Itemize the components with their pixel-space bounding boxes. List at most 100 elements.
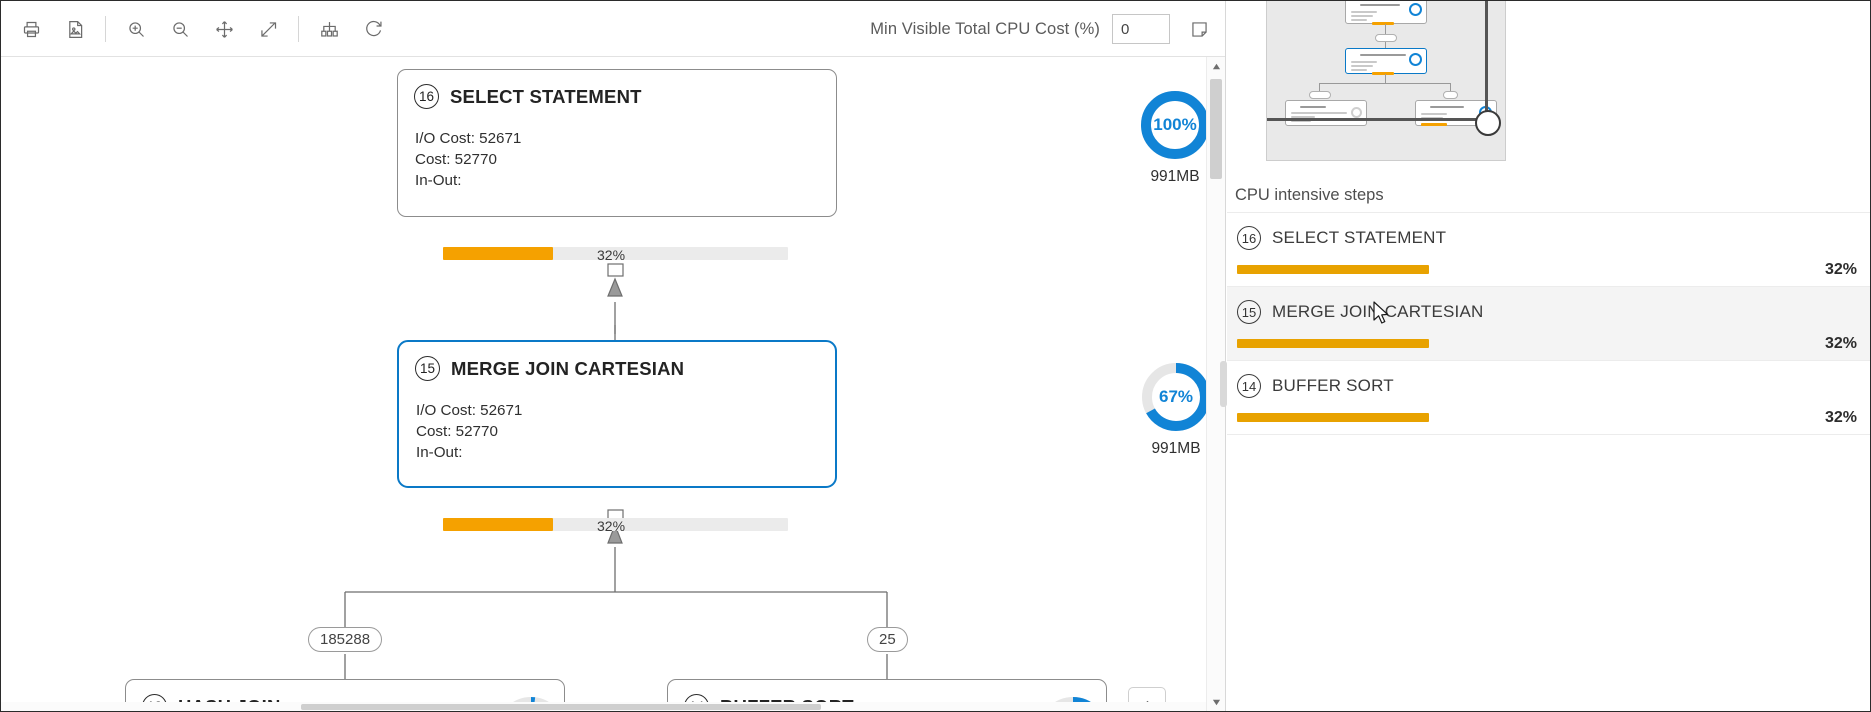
minimap-text-line — [1291, 120, 1311, 122]
refresh-button[interactable] — [351, 7, 395, 51]
toolbar-divider-1 — [105, 16, 106, 42]
refresh-icon — [365, 20, 382, 36]
print-button[interactable] — [9, 7, 53, 51]
minimap-connector — [1319, 83, 1451, 84]
minimap-resize-handle[interactable] — [1475, 110, 1501, 136]
zoom-in-icon — [128, 21, 144, 37]
fit-to-window-button[interactable] — [246, 7, 290, 51]
minimap-ring — [1409, 53, 1422, 66]
step-header: 16 SELECT STATEMENT — [1237, 226, 1446, 250]
node-title: MERGE JOIN CARTESIAN — [451, 357, 685, 379]
minimap-edge-label — [1309, 91, 1331, 99]
print-icon — [23, 21, 39, 37]
minimap-text-line — [1291, 112, 1347, 114]
cpu-filter-label: Min Visible Total CPU Cost (%) — [870, 19, 1100, 38]
pane-splitter-handle[interactable] — [1220, 361, 1227, 407]
minimap-text-line — [1421, 113, 1447, 115]
node-cpu-bar-label: 32% — [597, 247, 626, 263]
cpu-intensive-steps-header: CPU intensive steps — [1227, 179, 1870, 213]
ring-percent-label: 100% — [1153, 115, 1197, 134]
minimap-viewport-edge — [1485, 1, 1488, 120]
canvas-horizontal-scrollbar[interactable] — [1, 702, 1208, 711]
minimap-connector — [1385, 42, 1386, 50]
minimap-text-line — [1351, 19, 1367, 21]
step-cpu-bar — [1237, 265, 1429, 274]
pan-button[interactable] — [202, 7, 246, 51]
zoom-in-button[interactable] — [114, 7, 158, 51]
step-header: 15 MERGE JOIN CARTESIAN — [1237, 300, 1484, 324]
node-id-badge: 15 — [415, 356, 440, 381]
export-image-button[interactable] — [53, 7, 97, 51]
canvas-vscroll-thumb[interactable] — [1210, 79, 1222, 179]
minimap-bar — [1372, 72, 1394, 75]
minimap-edge-label — [1443, 91, 1458, 99]
plan-canvas[interactable]: 4632200 185288 25 16 SELECT STATEMENT I/… — [1, 57, 1208, 711]
pan-icon — [215, 20, 233, 38]
note-button[interactable] — [1182, 12, 1216, 46]
step-name-label: MERGE JOIN CARTESIAN — [1272, 302, 1484, 321]
cpu-step-row-merge-join-cartesian[interactable]: 15 MERGE JOIN CARTESIAN 32% — [1227, 287, 1870, 361]
edge-label-rows: 25 — [867, 627, 908, 652]
minimap-node-selected — [1345, 48, 1427, 75]
plan-node-select-statement[interactable]: 16 SELECT STATEMENT I/O Cost: 52671 Cost… — [397, 69, 1208, 217]
step-cpu-bar — [1237, 339, 1429, 348]
step-id-badge: 16 — [1237, 226, 1261, 250]
node-cpu-bar-track — [443, 518, 788, 531]
node-memory-label: 991MB — [1150, 168, 1200, 185]
cpu-step-row-select-statement[interactable]: 16 SELECT STATEMENT 32% — [1227, 213, 1870, 287]
fit-icon — [260, 21, 276, 37]
minimap-text-line — [1351, 69, 1367, 71]
chevron-up-icon — [1212, 63, 1220, 69]
step-id-badge: 15 — [1237, 300, 1261, 324]
node-id-badge: 16 — [414, 84, 439, 109]
minimap-bar — [1372, 22, 1394, 25]
zoom-out-button[interactable] — [158, 7, 202, 51]
minimap-text-line — [1430, 106, 1464, 108]
node-memory-label: 991MB — [1151, 440, 1201, 457]
minimap-text-line — [1351, 61, 1377, 63]
node-cpu-bar-label: 32% — [597, 518, 626, 534]
ring-percent-label: 67% — [1158, 387, 1194, 406]
diagram-toolbar: Min Visible Total CPU Cost (%) — [1, 1, 1225, 57]
minimap-bar — [1421, 123, 1447, 126]
minimap-text-line — [1351, 65, 1373, 67]
node-inout: In-Out: — [416, 444, 463, 461]
minimap-text-line — [1351, 11, 1377, 13]
step-header: 14 BUFFER SORT — [1237, 374, 1394, 398]
minimap-connector — [1450, 83, 1451, 91]
minimap-text-line — [1351, 15, 1373, 17]
minimap-viewport-edge — [1267, 118, 1487, 121]
minimap-connector — [1385, 74, 1386, 83]
step-name-label: BUFFER SORT — [1272, 376, 1394, 395]
details-pane: CPU intensive steps 16 SELECT STATEMENT … — [1227, 1, 1870, 711]
node-header: 16 SELECT STATEMENT — [414, 84, 642, 109]
canvas-vertical-scrollbar[interactable] — [1206, 57, 1225, 711]
zoom-out-icon — [172, 21, 188, 37]
plan-node-merge-join-cartesian[interactable]: 15 MERGE JOIN CARTESIAN I/O Cost: 52671 … — [397, 340, 1208, 488]
export-image-icon — [68, 20, 82, 38]
node-io-cost: I/O Cost: 52671 — [415, 130, 522, 147]
cpu-filter-input[interactable] — [1112, 14, 1170, 44]
cpu-step-row-buffer-sort[interactable]: 14 BUFFER SORT 32% — [1227, 361, 1870, 435]
ring-67-icon — [1142, 363, 1208, 431]
tree-layout-button[interactable] — [307, 7, 351, 51]
step-cpu-percent: 32% — [1824, 261, 1857, 278]
minimap-node — [1285, 100, 1367, 126]
node-title: SELECT STATEMENT — [450, 85, 642, 107]
cpu-filter-group: Min Visible Total CPU Cost (%) — [870, 1, 1216, 57]
scroll-up-arrow-button[interactable] — [1207, 57, 1225, 75]
minimap-text-line — [1300, 106, 1326, 108]
minimap-thumbnail[interactable] — [1266, 1, 1506, 161]
canvas-hscroll-thumb[interactable] — [301, 704, 821, 710]
node-cost: Cost: 52770 — [416, 423, 498, 440]
edge-label-rows: 185288 — [308, 627, 383, 652]
step-id-badge: 14 — [1237, 374, 1261, 398]
minimap-edge-label — [1375, 34, 1397, 42]
minimap-connector — [1319, 83, 1320, 91]
step-cpu-percent: 32% — [1824, 409, 1857, 426]
minimap-connector — [1385, 24, 1386, 34]
node-cost-ring: 67% — [1139, 360, 1208, 434]
minimap-ring — [1409, 3, 1422, 16]
node-cpu-bar-fill — [443, 518, 553, 531]
scroll-down-arrow-button[interactable] — [1207, 693, 1225, 711]
